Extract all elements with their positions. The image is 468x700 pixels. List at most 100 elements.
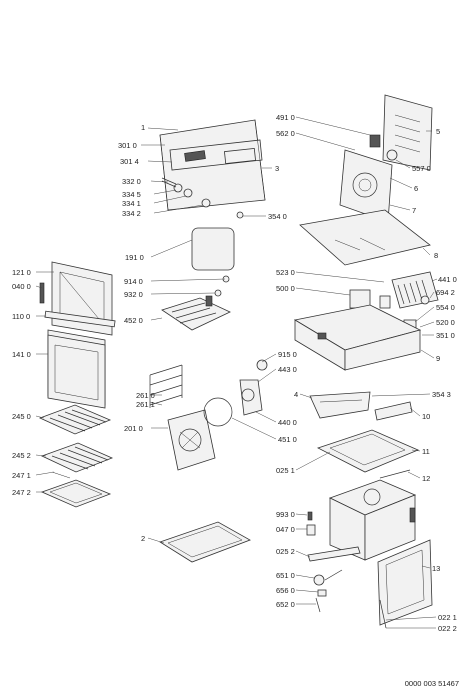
label-993-0: 993 0 <box>276 510 295 519</box>
lamp-group <box>161 275 231 331</box>
fan-back-panel <box>167 409 216 471</box>
baking-tray <box>40 479 112 508</box>
control-panel-group <box>159 119 266 219</box>
label-245-0: 245 0 <box>12 412 31 421</box>
label-047-0: 047 0 <box>276 525 295 534</box>
knob-spring <box>236 211 244 219</box>
label-025-1: 025 1 <box>276 466 295 475</box>
label-022-2: 022 2 <box>438 624 457 633</box>
rod <box>379 469 411 479</box>
label-656-0: 656 0 <box>276 586 295 595</box>
label-9: 9 <box>436 354 440 363</box>
heating-element-tray <box>161 297 231 331</box>
label-354-0: 354 0 <box>268 212 287 221</box>
label-7: 7 <box>412 206 416 215</box>
fan-motor <box>386 149 398 161</box>
thermostat <box>313 574 325 586</box>
label-8: 8 <box>434 251 438 260</box>
label-694-2: 694 2 <box>436 288 455 297</box>
label-13: 13 <box>432 564 440 573</box>
panel-bracket-right <box>224 148 256 164</box>
hinge-bracket <box>306 524 316 536</box>
label-11: 11 <box>422 447 430 456</box>
label-1: 1 <box>141 123 145 132</box>
fan-heater <box>391 271 439 309</box>
knob <box>201 198 211 208</box>
label-10: 10 <box>422 412 430 421</box>
clip <box>307 511 313 521</box>
lamp-glass <box>191 227 235 271</box>
label-332-0: 332 0 <box>122 177 141 186</box>
document-code: 0000 003 51467 <box>404 679 459 688</box>
label-121-0: 121 0 <box>12 268 31 277</box>
label-523-0: 523 0 <box>276 268 295 277</box>
label-334-2: 334 2 <box>122 209 141 218</box>
label-491-0: 491 0 <box>276 113 295 122</box>
label-651-0: 651 0 <box>276 571 295 580</box>
fan-grill <box>352 172 378 198</box>
label-2: 2 <box>141 534 145 543</box>
label-5: 5 <box>436 127 440 136</box>
label-301-4: 301 4 <box>120 157 139 166</box>
label-554-0: 554 0 <box>436 303 455 312</box>
label-443-0: 443 0 <box>278 365 297 374</box>
ring-heater <box>203 397 233 427</box>
label-652-0: 652 0 <box>276 600 295 609</box>
oven-shelves <box>38 404 114 508</box>
wire-shelf <box>38 404 112 435</box>
label-191-0: 191 0 <box>125 253 144 262</box>
convection-fan <box>203 359 268 427</box>
door-handle <box>44 310 116 328</box>
door-outer-glass <box>47 334 106 409</box>
back-panel-group <box>339 94 433 223</box>
label-245-2: 245 2 <box>12 451 31 460</box>
label-500-0: 500 0 <box>276 284 295 293</box>
label-3: 3 <box>275 164 279 173</box>
label-915-0: 915 0 <box>278 350 297 359</box>
fan-motor-hub <box>256 359 268 371</box>
front-rail <box>307 546 361 562</box>
top-cover-plate <box>299 209 431 266</box>
label-334-1: 334 1 <box>122 199 141 208</box>
door-hinge-rod <box>379 599 387 629</box>
label-557-0: 557 0 <box>412 164 431 173</box>
part-labels: 1 301 0 301 4 332 0 334 5 334 1 334 2 3 … <box>12 113 457 633</box>
label-110-0: 110 0 <box>12 312 30 321</box>
label-247-1: 247 1 <box>12 471 31 480</box>
label-040-0: 040 0 <box>12 282 31 291</box>
label-141-0: 141 0 <box>12 350 31 359</box>
label-201-0: 201 0 <box>124 424 143 433</box>
display-window <box>184 150 206 162</box>
door-hinge <box>39 282 45 304</box>
label-4: 4 <box>294 390 298 399</box>
label-022-1: 022 1 <box>438 613 457 622</box>
label-440-0: 440 0 <box>278 418 297 427</box>
label-025-2: 025 2 <box>276 547 295 556</box>
wire-rack <box>40 442 114 473</box>
rail-bar <box>374 401 413 421</box>
label-354-3: 354 3 <box>432 390 451 399</box>
terminal-block <box>379 295 391 309</box>
label-351-0: 351 0 <box>436 331 455 340</box>
side-door <box>377 539 433 626</box>
bottom-plate <box>316 429 420 473</box>
label-6: 6 <box>414 184 418 193</box>
side-duct <box>309 391 371 419</box>
label-261-0: 261 0 <box>136 391 155 400</box>
label-334-5: 334 5 <box>122 190 141 199</box>
side-rack <box>149 364 183 408</box>
label-451-0: 451 0 <box>278 435 297 444</box>
label-562-0: 562 0 <box>276 129 295 138</box>
label-247-2: 247 2 <box>12 488 31 497</box>
bracket <box>369 134 381 148</box>
label-301-0: 301 0 <box>118 141 137 150</box>
label-452-0: 452 0 <box>124 316 143 325</box>
label-441-0: 441 0 <box>438 275 457 284</box>
fan-wheel <box>420 295 430 305</box>
knob <box>183 188 193 198</box>
label-932-0: 932 0 <box>124 290 143 299</box>
oven-cavity <box>328 479 417 561</box>
leader-lines <box>35 116 438 629</box>
label-12: 12 <box>422 474 430 483</box>
